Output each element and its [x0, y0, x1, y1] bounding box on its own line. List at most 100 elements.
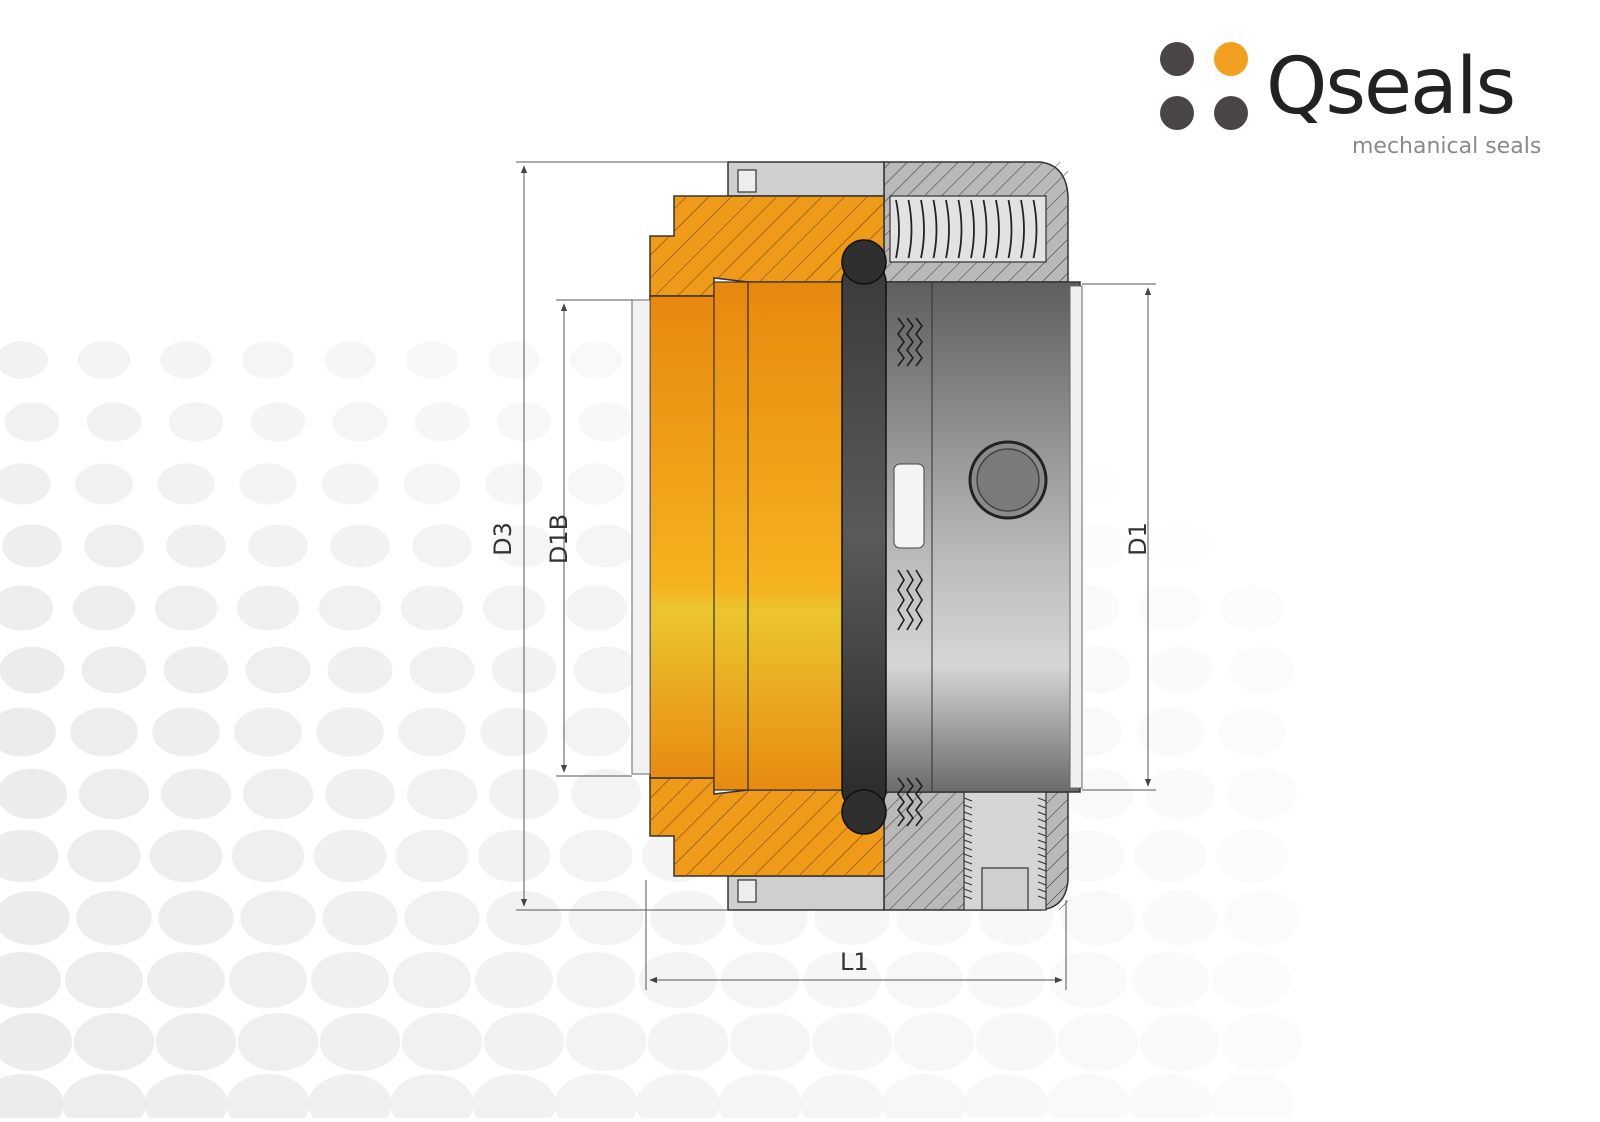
background-dot — [1128, 1074, 1212, 1122]
background-dot — [160, 768, 232, 820]
background-dot — [893, 1012, 975, 1072]
background-dot — [0, 1012, 73, 1072]
background-dot — [1139, 1012, 1221, 1072]
background-dot — [486, 890, 562, 946]
thread-tick-left — [963, 797, 973, 802]
qseals-logo: Qseals mechanical seals — [1158, 38, 1578, 159]
background-dot — [234, 707, 302, 757]
spring-zigzag — [906, 569, 914, 631]
background-dot — [62, 1074, 146, 1122]
background-dot — [562, 707, 630, 757]
background-dot — [73, 1012, 155, 1072]
face-rim — [631, 299, 651, 775]
dimension-label-d1b: D1B — [545, 513, 574, 565]
background-dot — [160, 341, 212, 379]
background-dot — [975, 1012, 1057, 1072]
thread-tick-left — [963, 895, 973, 900]
background-dot — [321, 463, 379, 505]
background-dot — [0, 890, 70, 946]
sleeve-rim — [1069, 285, 1083, 789]
spring-zigzag — [915, 569, 923, 631]
spring-zigzag — [897, 317, 905, 367]
background-dot — [75, 463, 133, 505]
face-inner-step-2 — [747, 281, 845, 791]
seal-housing — [883, 161, 1069, 911]
background-dot — [237, 1012, 319, 1072]
set-screw-hex — [981, 867, 1029, 911]
background-dot — [390, 1074, 474, 1122]
thread-tick-right — [1037, 818, 1047, 823]
background-dot — [65, 951, 143, 1009]
background-dot — [1210, 1074, 1294, 1122]
thread-tick-right — [1037, 811, 1047, 816]
strap-bottom-clip — [737, 879, 757, 903]
o-ring-body — [841, 261, 887, 811]
background-dot — [322, 890, 398, 946]
background-dot — [149, 829, 223, 883]
background-dot — [477, 829, 551, 883]
background-dot — [567, 463, 625, 505]
thread-tick-left — [963, 881, 973, 886]
spring-zigzag — [897, 569, 905, 631]
background-dot — [327, 646, 393, 694]
background-dot — [485, 463, 543, 505]
background-dot — [729, 1012, 811, 1072]
thread-tick-left — [963, 825, 973, 830]
background-dot — [1150, 524, 1210, 568]
thread-tick-left — [963, 832, 973, 837]
background-dot — [157, 463, 215, 505]
background-dot — [86, 402, 142, 442]
spring-coil — [970, 199, 975, 259]
background-dot — [403, 463, 461, 505]
spring-zigzag — [915, 777, 923, 827]
background-dot — [78, 768, 150, 820]
spring-coil — [995, 199, 1000, 259]
background-dot — [1133, 829, 1207, 883]
thread-tick-left — [963, 804, 973, 809]
logo-dot-top-right — [1214, 42, 1248, 76]
background-dot — [568, 890, 644, 946]
thread-tick-left — [963, 874, 973, 879]
background-dot — [308, 1074, 392, 1122]
background-dot — [882, 1074, 966, 1122]
dimension-label-l1: L1 — [840, 948, 869, 976]
thread-tick-right — [1037, 860, 1047, 865]
spring-coil — [982, 199, 988, 259]
o-ring-section-bottom — [841, 789, 887, 835]
background-dot — [1136, 707, 1204, 757]
background-dot — [395, 829, 469, 883]
background-dot — [482, 585, 546, 631]
background-dot — [559, 829, 633, 883]
background-dot — [964, 1074, 1048, 1122]
background-dot — [81, 646, 147, 694]
spring-coil — [1020, 199, 1025, 259]
background-dot — [0, 951, 61, 1009]
background-dot — [319, 1012, 401, 1072]
spring-coil — [1007, 199, 1013, 259]
spring-coils-top — [895, 199, 1038, 259]
background-dot — [0, 341, 48, 379]
logo-tagline: mechanical seals — [1352, 134, 1542, 159]
logo-dot-bottom-left — [1160, 96, 1194, 130]
spring-zigzag — [897, 777, 905, 827]
background-dot — [401, 1012, 483, 1072]
thread-tick-right — [1037, 874, 1047, 879]
thread-tick-right — [1037, 867, 1047, 872]
thread-tick-right — [1037, 853, 1047, 858]
background-dot — [236, 585, 300, 631]
background-dot — [1215, 829, 1289, 883]
background-dot — [565, 1012, 647, 1072]
spring-zigzag — [906, 777, 914, 827]
background-dot — [240, 890, 316, 946]
spring-pocket-top — [889, 195, 1047, 263]
background-dot — [472, 1074, 556, 1122]
thread-tick-right — [1037, 839, 1047, 844]
background-dot — [483, 1012, 565, 1072]
logo-dot-top-left — [1160, 42, 1194, 76]
spring-coil — [895, 199, 900, 259]
thread-tick-left — [963, 888, 973, 893]
background-dot — [158, 890, 234, 946]
background-dot — [67, 829, 141, 883]
background-dot — [811, 1012, 893, 1072]
